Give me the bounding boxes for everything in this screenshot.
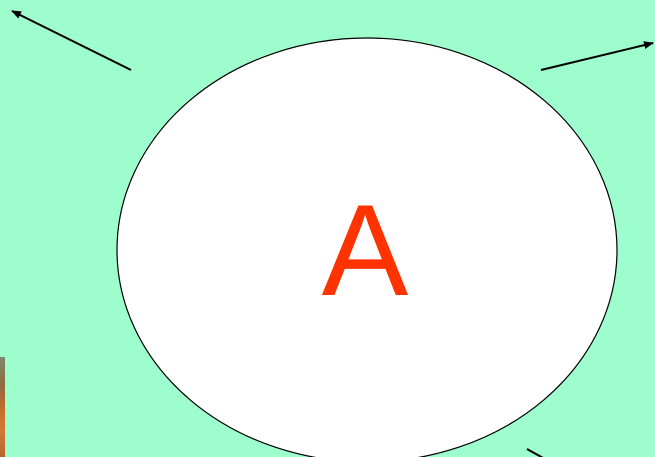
center-label: A <box>250 160 480 340</box>
photo-fragment <box>0 357 5 457</box>
